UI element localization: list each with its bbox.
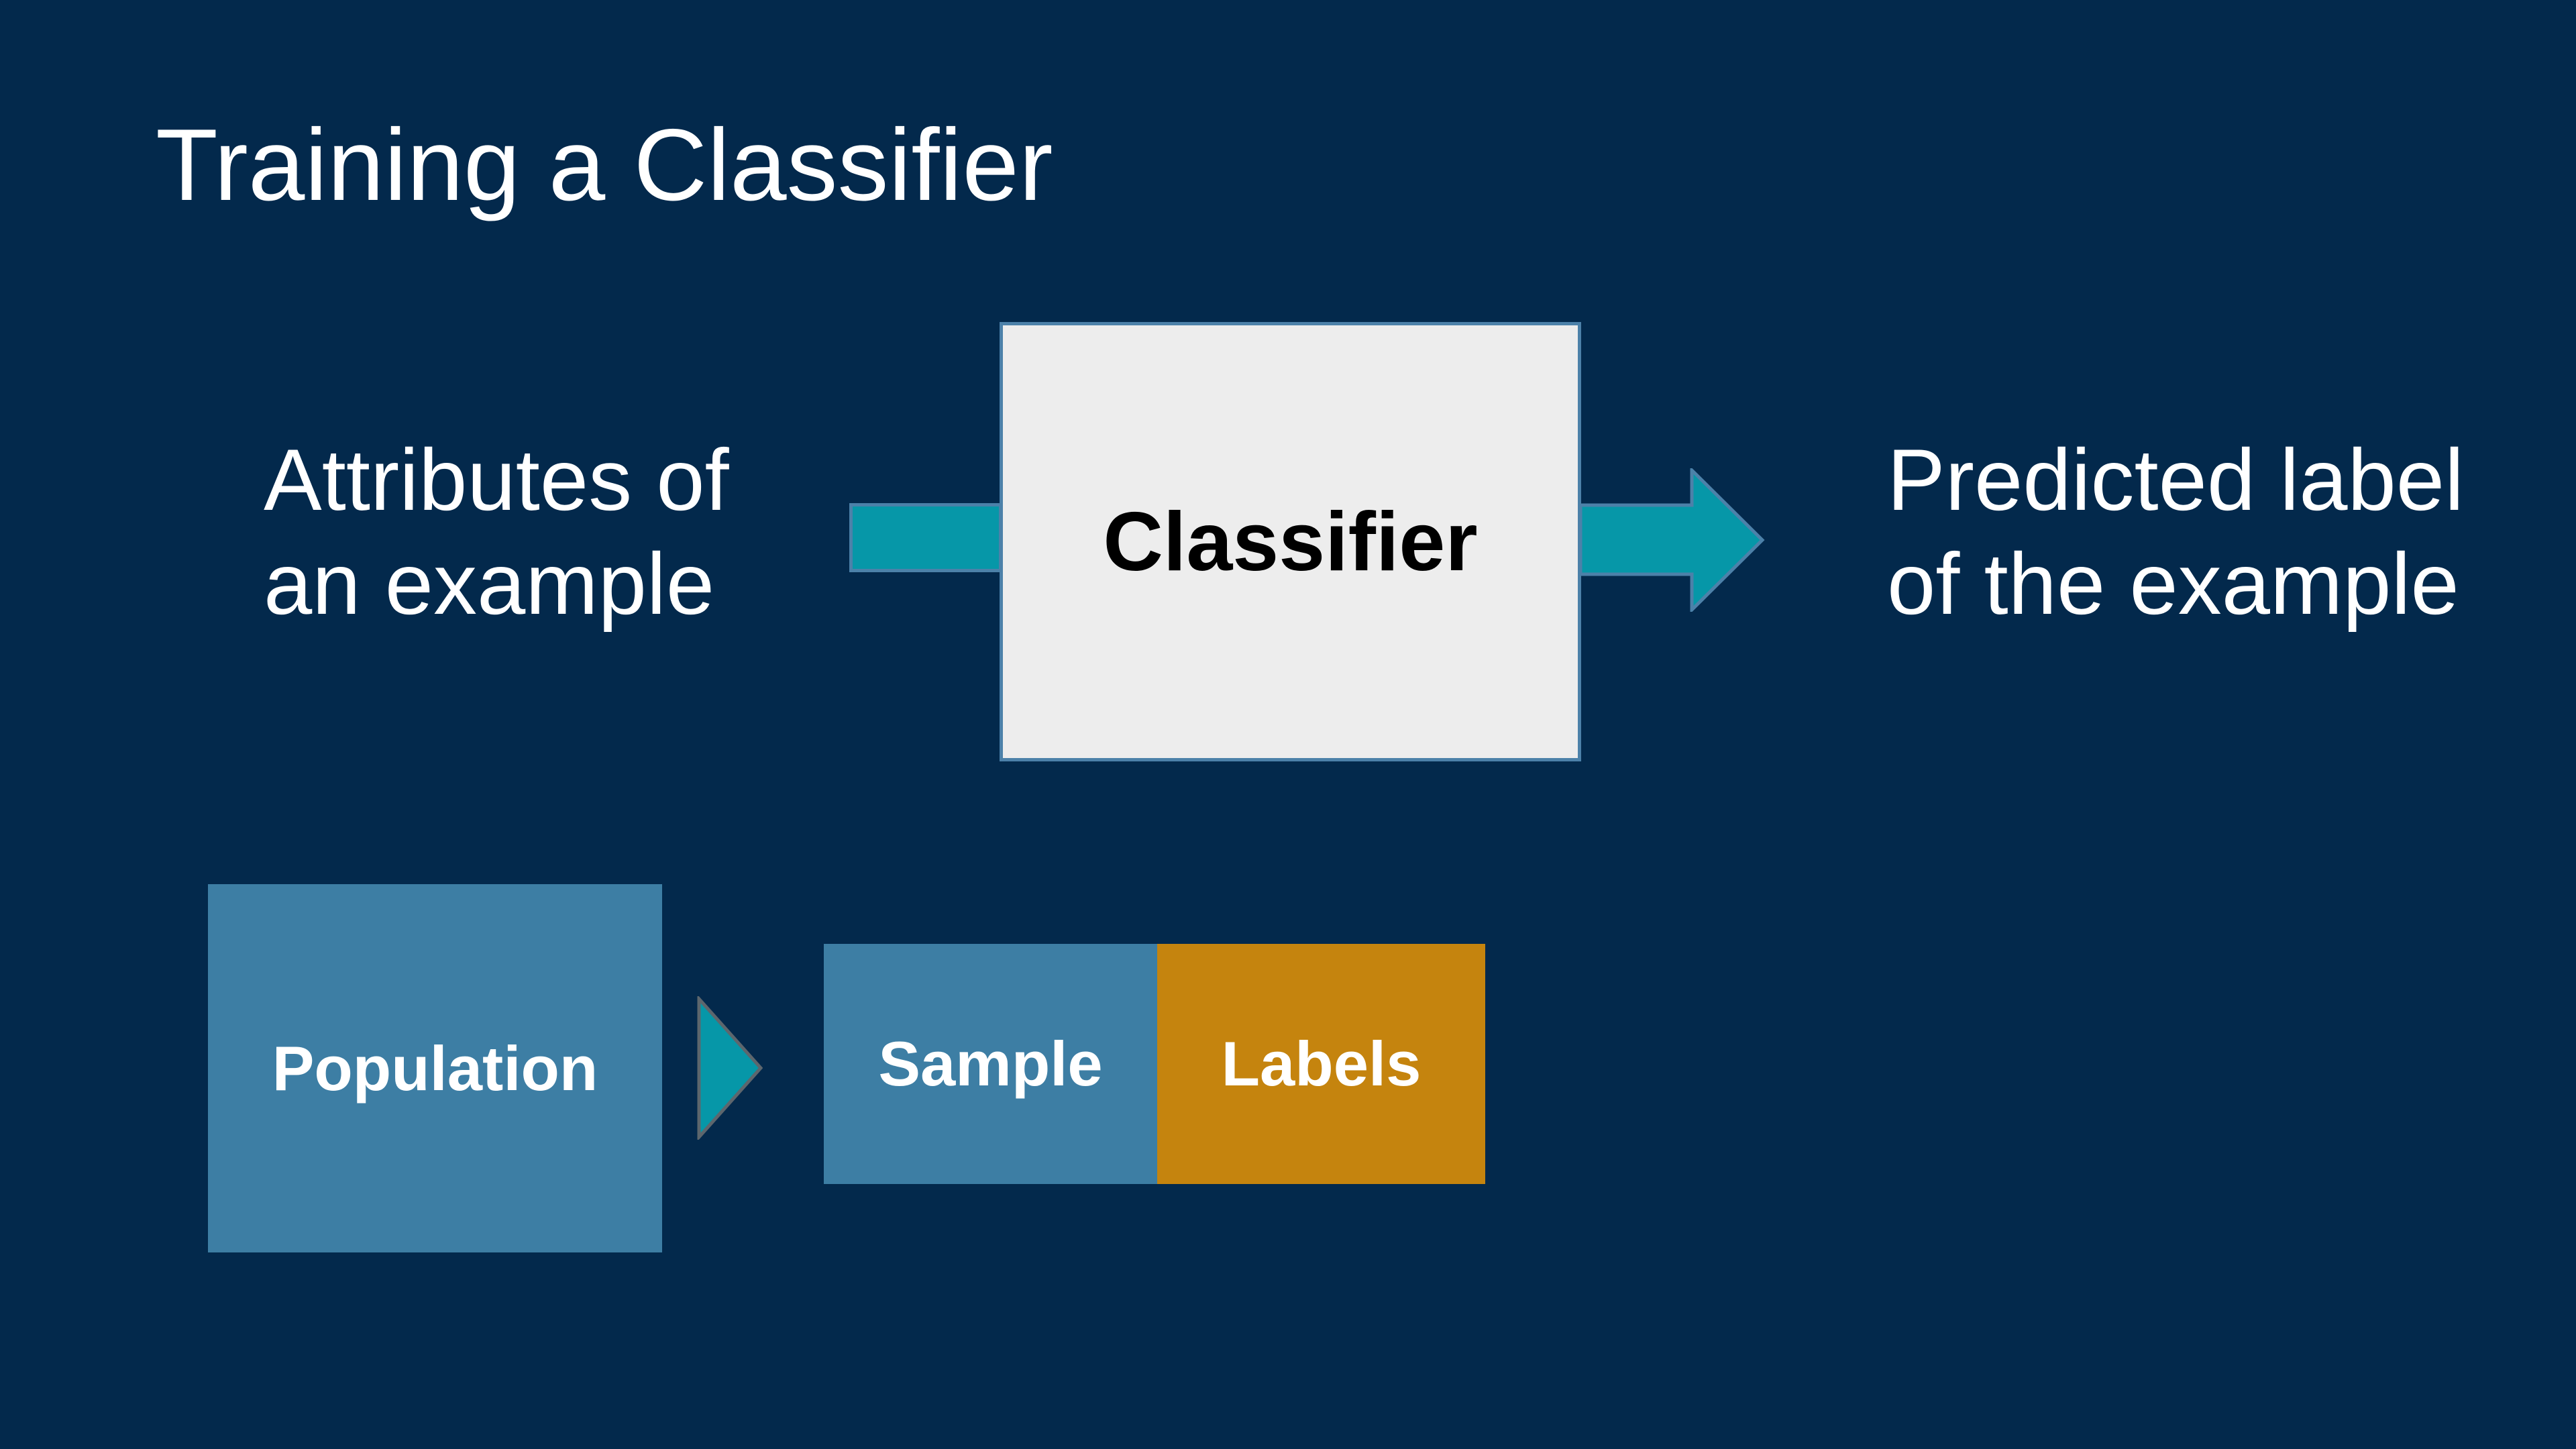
sample-arrow-shape (697, 996, 763, 1140)
output-label-line1: Predicted label (1887, 431, 2464, 529)
input-arrow-icon (849, 503, 1002, 572)
sample-label: Sample (878, 1028, 1103, 1099)
population-box: Population (208, 884, 662, 1252)
classifier-label: Classifier (1103, 495, 1478, 588)
output-label: Predicted label of the example (1887, 428, 2464, 636)
output-arrow-icon (1578, 468, 1765, 612)
labels-label: Labels (1221, 1028, 1421, 1099)
sample-box: Sample (824, 944, 1157, 1184)
input-label-line2: an example (264, 535, 715, 633)
slide-title: Training a Classifier (156, 108, 1053, 222)
input-label: Attributes of an example (264, 428, 729, 636)
output-arrow-shape (1578, 468, 1765, 612)
output-label-line2: of the example (1887, 535, 2459, 633)
sample-arrow-icon (697, 996, 763, 1140)
input-label-line1: Attributes of (264, 431, 729, 529)
population-label: Population (272, 1032, 598, 1104)
classifier-box: Classifier (1000, 322, 1581, 761)
labels-box: Labels (1157, 944, 1485, 1184)
